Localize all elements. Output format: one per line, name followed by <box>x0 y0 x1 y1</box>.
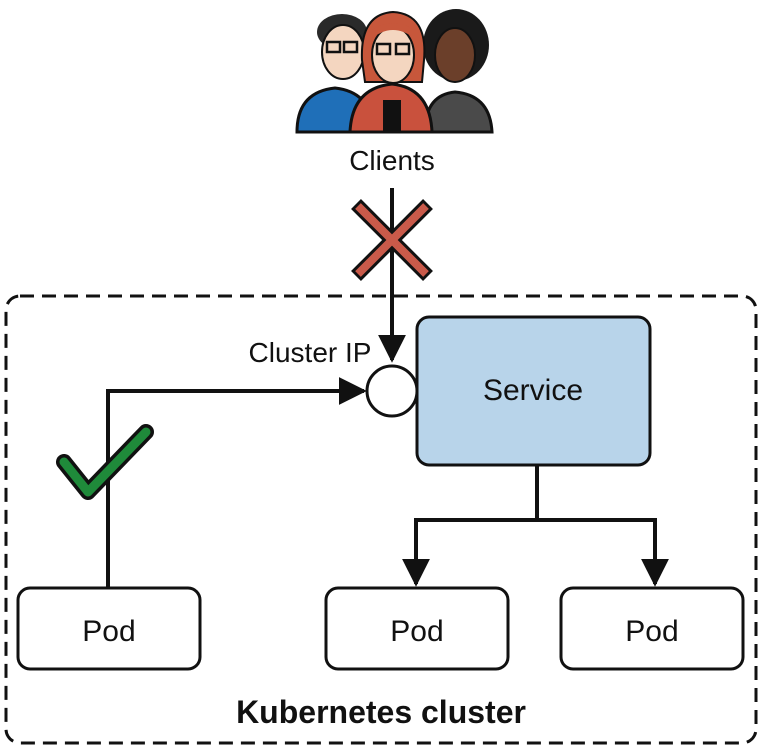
service-to-pods-arrows <box>402 465 669 587</box>
kubernetes-cluster-boundary <box>4 294 758 745</box>
checkmark-icon <box>56 424 154 500</box>
person-middle-icon <box>348 10 434 134</box>
pod-left-label: Pod <box>82 615 135 648</box>
pod-center: Pod <box>324 586 510 671</box>
clients-label: Clients <box>349 145 435 176</box>
pod-center-label: Pod <box>390 615 443 648</box>
pod-right-label: Pod <box>625 615 678 648</box>
pod-to-cluster-ip-arrow <box>106 377 367 588</box>
cluster-ip-label: Cluster IP <box>249 337 372 368</box>
pod-right: Pod <box>559 586 745 671</box>
cluster-ip-circle <box>365 364 419 418</box>
person-right-icon <box>423 9 494 134</box>
kubernetes-cluster-label: Kubernetes cluster <box>236 694 526 730</box>
people-group-icon <box>295 9 494 134</box>
pod-left: Pod <box>16 586 202 671</box>
cross-icon <box>351 199 433 281</box>
service-label: Service <box>483 374 583 407</box>
